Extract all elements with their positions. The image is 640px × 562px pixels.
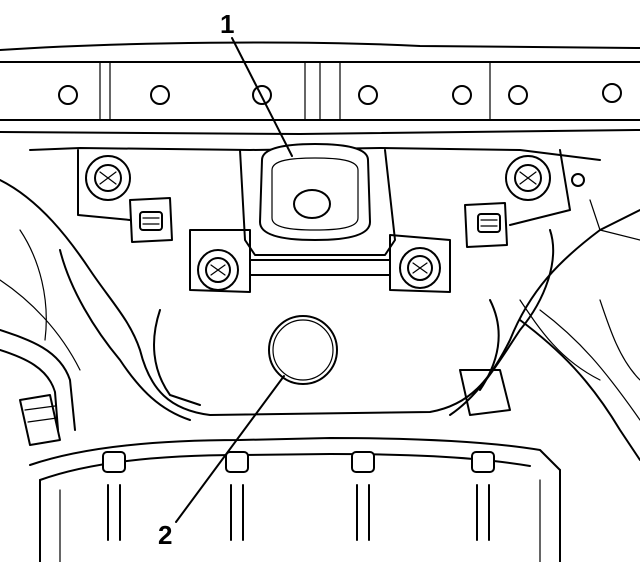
stud-right — [477, 213, 501, 233]
oil-pan-body — [0, 147, 640, 421]
stud-left — [139, 211, 163, 231]
flange-bolt-2 — [225, 451, 249, 541]
flange-bolt-3 — [351, 451, 375, 541]
upper-rail — [0, 41, 640, 135]
lower-pan-flange — [29, 437, 561, 562]
bolts — [85, 155, 585, 291]
hose-left — [0, 329, 76, 446]
leader-line-1 — [231, 37, 293, 157]
bolt-top-right — [505, 155, 551, 201]
leader-line-2 — [175, 375, 285, 523]
bolt-top-left — [85, 155, 131, 201]
leader-lines — [175, 37, 293, 523]
item-1-cover-cap — [259, 143, 371, 241]
mount-bosses — [77, 149, 571, 293]
bolt-mid-left — [197, 249, 239, 291]
callout-label-2: 2 — [158, 520, 172, 550]
bolt-mid-right — [399, 247, 441, 289]
flange-bolt-4 — [471, 451, 495, 541]
right-linkage — [459, 199, 640, 461]
flange-bolt-1 — [102, 451, 126, 541]
small-fastener — [571, 173, 585, 187]
callout-label-1: 1 — [220, 9, 234, 39]
item-2-round-plug — [268, 315, 338, 385]
